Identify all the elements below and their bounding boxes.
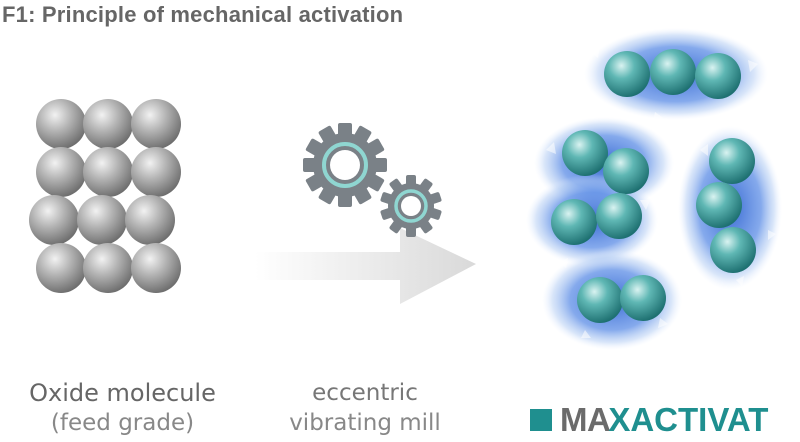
maxactivat-logo: MA X ACTIVAT — [530, 400, 768, 440]
gear-small-icon — [380, 175, 442, 237]
teal-sphere — [710, 227, 756, 273]
gray-sphere — [83, 243, 133, 293]
teal-sphere — [650, 49, 696, 95]
gear-large-icon — [303, 123, 387, 207]
process-arrow — [255, 228, 476, 304]
gray-sphere — [36, 99, 86, 149]
logo-max-text: MA — [560, 401, 611, 438]
page-title: F1: Principle of mechanical activation — [2, 2, 404, 27]
logo-activat-text: ACTIVAT — [630, 401, 769, 438]
mill-caption-line2: vibrating mill — [289, 410, 441, 436]
teal-sphere — [551, 199, 597, 245]
teal-sphere — [695, 53, 741, 99]
gray-sphere — [77, 195, 127, 245]
gray-sphere — [131, 147, 181, 197]
gray-sphere — [131, 243, 181, 293]
oxide-caption-line2: (feed grade) — [50, 410, 195, 436]
logo-x-text: X — [608, 401, 631, 438]
teal-sphere — [577, 277, 623, 323]
oxide-molecule-cluster — [29, 99, 181, 293]
mill-caption: eccentric vibrating mill — [260, 378, 470, 438]
mill-caption-line1: eccentric — [312, 380, 418, 406]
logo-square-icon — [530, 409, 552, 431]
teal-sphere — [696, 182, 742, 228]
oxide-caption: Oxide molecule (feed grade) — [0, 378, 245, 438]
gray-sphere — [29, 195, 79, 245]
gray-sphere — [131, 99, 181, 149]
oxide-caption-line1: Oxide molecule — [29, 379, 216, 407]
gray-sphere — [36, 243, 86, 293]
gray-sphere — [83, 147, 133, 197]
activated-particles — [526, 28, 782, 350]
teal-sphere — [604, 51, 650, 97]
gray-sphere — [36, 147, 86, 197]
teal-sphere — [620, 275, 666, 321]
teal-sphere — [709, 138, 755, 184]
teal-sphere — [603, 148, 649, 194]
gray-sphere — [125, 195, 175, 245]
teal-sphere — [562, 130, 608, 176]
teal-sphere — [596, 193, 642, 239]
gray-sphere — [83, 99, 133, 149]
